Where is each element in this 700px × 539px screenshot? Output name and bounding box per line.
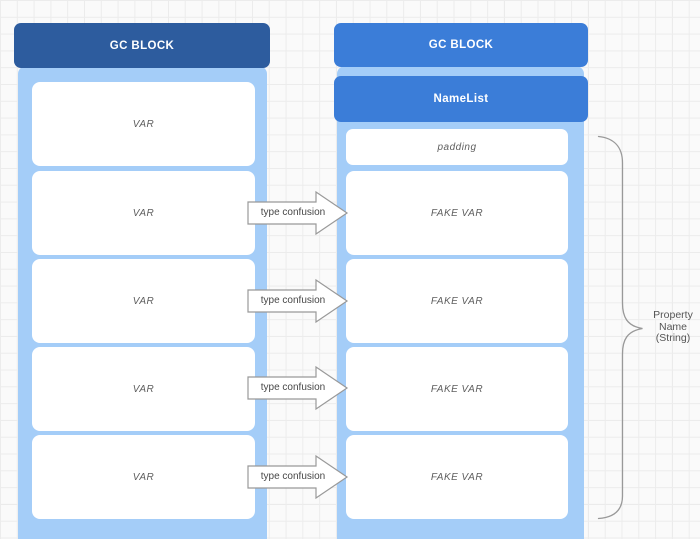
padding-label: padding	[437, 141, 477, 153]
type-confusion-label-3: type confusion	[260, 382, 326, 393]
left-gc-block-title: GC BLOCK	[109, 39, 175, 52]
fake-var-label: FAKE VAR	[430, 471, 484, 483]
fake-var-box-1: FAKE VAR	[346, 171, 568, 255]
var-box-4: VAR	[32, 347, 255, 431]
var-box-2: VAR	[32, 171, 255, 255]
property-name-brace	[597, 135, 643, 520]
fake-var-box-2: FAKE VAR	[346, 259, 568, 343]
fake-var-label: FAKE VAR	[430, 295, 484, 307]
property-name-annotation: Property Name (String)	[653, 309, 693, 344]
right-gc-block-header: GC BLOCK	[334, 23, 588, 67]
var-box-3: VAR	[32, 259, 255, 343]
type-confusion-label-4: type confusion	[260, 471, 326, 482]
fake-var-box-4: FAKE VAR	[346, 435, 568, 519]
namelist-header: NameList	[334, 76, 588, 122]
padding-box: padding	[346, 129, 568, 165]
left-gc-block-header: GC BLOCK	[14, 23, 270, 68]
type-confusion-label-1: type confusion	[260, 207, 326, 218]
var-label: VAR	[132, 295, 155, 307]
var-label: VAR	[132, 383, 155, 395]
var-label: VAR	[132, 471, 155, 483]
var-label: VAR	[132, 118, 155, 130]
fake-var-label: FAKE VAR	[430, 383, 484, 395]
namelist-title: NameList	[433, 93, 489, 105]
right-gc-block-title: GC BLOCK	[428, 39, 494, 51]
type-confusion-label-2: type confusion	[260, 295, 326, 306]
var-label: VAR	[132, 207, 155, 219]
fake-var-box-3: FAKE VAR	[346, 347, 568, 431]
fake-var-label: FAKE VAR	[430, 207, 484, 219]
var-box-5: VAR	[32, 435, 255, 519]
var-box-1: VAR	[32, 82, 255, 166]
